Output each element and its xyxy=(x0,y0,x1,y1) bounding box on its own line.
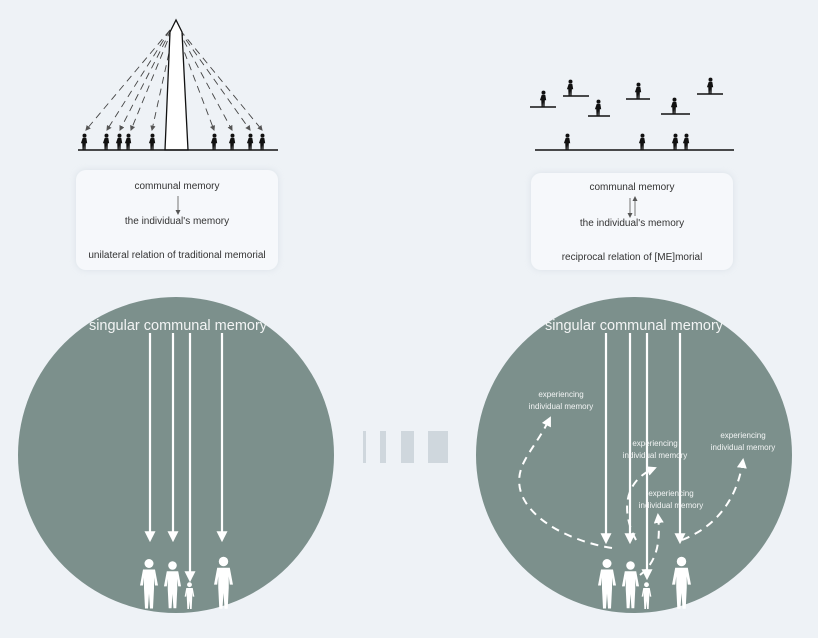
right-relation-box: communal memory the individual's memory … xyxy=(531,173,733,270)
left-memory-circle xyxy=(18,297,334,613)
experience-label: individual memory xyxy=(711,443,775,452)
memorial-scene xyxy=(530,93,734,151)
obelisk-scene xyxy=(78,18,278,151)
experience-label: individual memory xyxy=(623,451,687,460)
right-down-arrows xyxy=(600,333,686,581)
left-circle-title: singular communal memory xyxy=(89,318,268,334)
experience-label: experiencing xyxy=(538,390,583,399)
left-box-communal: communal memory xyxy=(134,181,220,192)
feedback-arrows xyxy=(518,416,747,576)
left-box-individual: the individual's memory xyxy=(124,216,230,227)
experience-label: individual memory xyxy=(529,402,593,411)
right-circle-title: singular communal memory xyxy=(545,318,724,334)
right-box-individual: the individual's memory xyxy=(579,218,685,229)
transition-bars xyxy=(363,431,448,463)
left-down-arrows xyxy=(144,333,228,583)
left-box-caption: unilateral relation of traditional memor… xyxy=(88,250,266,261)
bidirectional-arrow-icon xyxy=(627,196,638,218)
experience-label: experiencing xyxy=(648,489,693,498)
left-relation-box: communal memory the individual's memory … xyxy=(76,170,278,270)
experience-label: experiencing xyxy=(720,431,765,440)
obelisk-rays xyxy=(85,29,263,132)
experience-labels: experiencing individual memory experienc… xyxy=(529,390,775,510)
down-arrow-icon xyxy=(175,196,181,215)
experience-label: experiencing xyxy=(632,439,677,448)
obelisk-icon xyxy=(164,18,189,151)
right-box-communal: communal memory xyxy=(589,182,675,193)
right-box-caption: reciprocal relation of [ME]morial xyxy=(561,252,703,263)
experience-label: individual memory xyxy=(639,501,703,510)
right-memory-circle xyxy=(476,297,792,613)
